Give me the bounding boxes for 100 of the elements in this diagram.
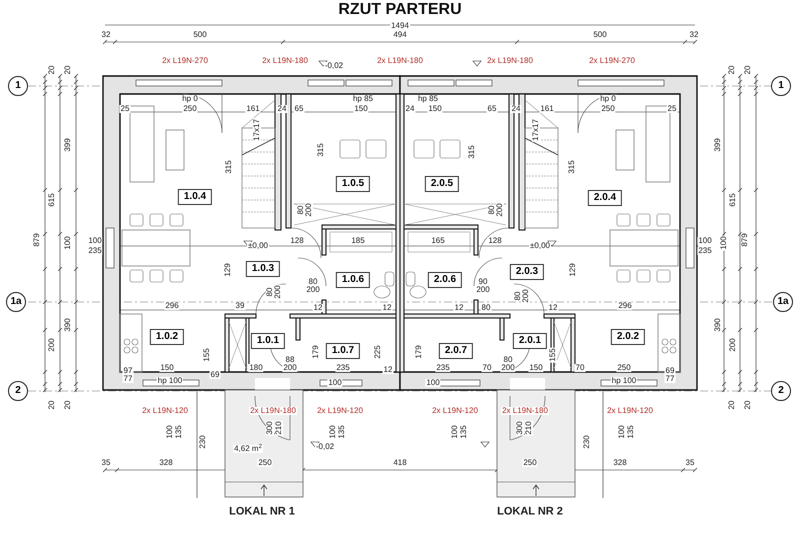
dimension-text: 615 xyxy=(48,192,56,208)
dimension-text: 80 xyxy=(514,290,522,302)
dimension-text: 24 xyxy=(404,105,416,113)
dimension-text: 88 xyxy=(284,356,296,364)
dimension-text: 20 xyxy=(64,400,72,410)
dimension-text: 77 xyxy=(664,375,676,383)
dimension-text: 100 xyxy=(87,237,103,245)
dimension-text: 100 xyxy=(618,424,626,440)
level-mark: ±0,00 xyxy=(529,242,551,250)
dimension-text: 161 xyxy=(539,105,555,113)
dimension-text: 128 xyxy=(487,237,503,245)
dimension-text: 230 xyxy=(583,434,591,450)
dimension-text: 100 xyxy=(451,424,459,440)
room-label: 2.0.2 xyxy=(610,329,646,345)
dimension-text: 12 xyxy=(454,304,464,312)
dimension-text: 150 xyxy=(427,105,443,113)
window-label: 2x L19N-180 xyxy=(249,407,297,415)
window-label: 2x L19N-180 xyxy=(501,407,549,415)
dimension-text: 500 xyxy=(192,31,208,39)
dimension-text: 80 xyxy=(502,356,514,364)
room-label: 1.0.1 xyxy=(250,333,286,349)
dimension-text: 150 xyxy=(353,105,369,113)
dimension-text: hp 100 xyxy=(156,377,184,385)
dimension-text: 155 xyxy=(549,347,557,363)
dimension-text: 200 xyxy=(282,364,298,372)
room-label: 1.0.2 xyxy=(150,329,184,345)
dimension-text: 24 xyxy=(510,105,522,113)
dimension-text: 90 xyxy=(478,278,488,286)
dimension-text: 250 xyxy=(182,105,198,113)
dimension-text: 250 xyxy=(616,364,632,372)
window-label: 2x L19N-270 xyxy=(588,57,636,65)
room-label: 2.0.4 xyxy=(588,190,622,206)
dimension-text: 296 xyxy=(164,302,180,310)
unit-caption: LOKAL NR 1 xyxy=(228,506,296,518)
grid-axis-marker: 2 xyxy=(8,381,28,401)
dimension-text: 161 xyxy=(245,105,261,113)
dimension-text: 200 xyxy=(496,202,504,218)
dimension-text: 315 xyxy=(568,159,576,175)
room-label: 1.0.5 xyxy=(336,176,370,192)
dimension-text: 390 xyxy=(64,317,72,333)
dimension-text: 235 xyxy=(435,364,451,372)
dimension-text: hp 85 xyxy=(352,95,374,103)
dimension-text: 210 xyxy=(525,420,533,436)
room-label: 2.0.1 xyxy=(512,333,548,349)
level-mark: -0,02 xyxy=(314,443,336,451)
dimension-text: 165 xyxy=(430,237,446,245)
grid-axis-marker: 1 xyxy=(771,76,791,96)
window-label: 2x L19N-120 xyxy=(431,407,479,415)
dimension-text: 150 xyxy=(159,364,175,372)
window-label: 2x L19N-180 xyxy=(376,57,424,65)
dimension-text: 129 xyxy=(224,262,232,278)
grid-axis-marker: 1a xyxy=(773,292,793,312)
dimension-text: 315 xyxy=(225,159,233,175)
window-label: 2x L19N-120 xyxy=(316,407,364,415)
dimension-text: 180 xyxy=(248,364,264,372)
dimension-text: 150 xyxy=(528,364,544,372)
dimension-text: 80 xyxy=(488,204,496,216)
dimension-text: 35 xyxy=(684,459,696,467)
dimension-text: 80 xyxy=(308,278,318,286)
dimension-text: 879 xyxy=(33,232,41,248)
dimension-text: 494 xyxy=(392,31,408,39)
dimension-text: 200 xyxy=(475,286,491,294)
dimension-text: 200 xyxy=(48,337,56,353)
dimension-text: 135 xyxy=(338,424,346,440)
dimension-text: 39 xyxy=(234,302,246,310)
dimension-text: 128 xyxy=(289,237,305,245)
room-label: 2.0.7 xyxy=(438,343,474,359)
dimension-text: 17x17 xyxy=(253,118,261,142)
window-label: 2x L19N-180 xyxy=(261,57,309,65)
dimension-text: 315 xyxy=(468,144,476,160)
dimension-text: 20 xyxy=(728,64,736,76)
dimension-text: 200 xyxy=(500,364,516,372)
dimension-text: 296 xyxy=(617,302,633,310)
dimension-text: 155 xyxy=(203,347,211,363)
dimension-text: 179 xyxy=(415,344,423,360)
room-label: 1.0.7 xyxy=(326,343,360,359)
dimension-text: 200 xyxy=(305,286,321,294)
room-label: 1.0.3 xyxy=(246,261,280,277)
dimension-text: 12 xyxy=(312,304,324,312)
dimension-text: 12 xyxy=(382,366,394,374)
dimension-text: 185 xyxy=(350,237,366,245)
window-label: 2x L19N-120 xyxy=(141,407,189,415)
level-mark: ±0,00 xyxy=(247,242,269,250)
dimension-text: 135 xyxy=(175,424,183,440)
dimension-text: 69 xyxy=(210,371,220,379)
dimension-text: 20 xyxy=(744,64,752,76)
dimension-text: 4,62 m$^{2}$ xyxy=(233,445,263,453)
room-label: 1.0.6 xyxy=(336,272,370,288)
dimension-text: 328 xyxy=(158,459,174,467)
dimension-text: 300 xyxy=(516,420,524,436)
dimension-text: 879 xyxy=(741,232,749,248)
window-label: 2x L19N-270 xyxy=(161,57,209,65)
dimension-text: 20 xyxy=(728,400,736,410)
dimension-text: 69 xyxy=(664,367,676,375)
level-mark: -0,02 xyxy=(324,62,344,70)
dimension-text: 200 xyxy=(305,202,313,218)
dimension-text: 100 xyxy=(425,379,441,387)
dimension-text: 35 xyxy=(100,459,112,467)
dimension-text: 399 xyxy=(64,137,72,153)
dimension-text: 100 xyxy=(64,235,72,251)
